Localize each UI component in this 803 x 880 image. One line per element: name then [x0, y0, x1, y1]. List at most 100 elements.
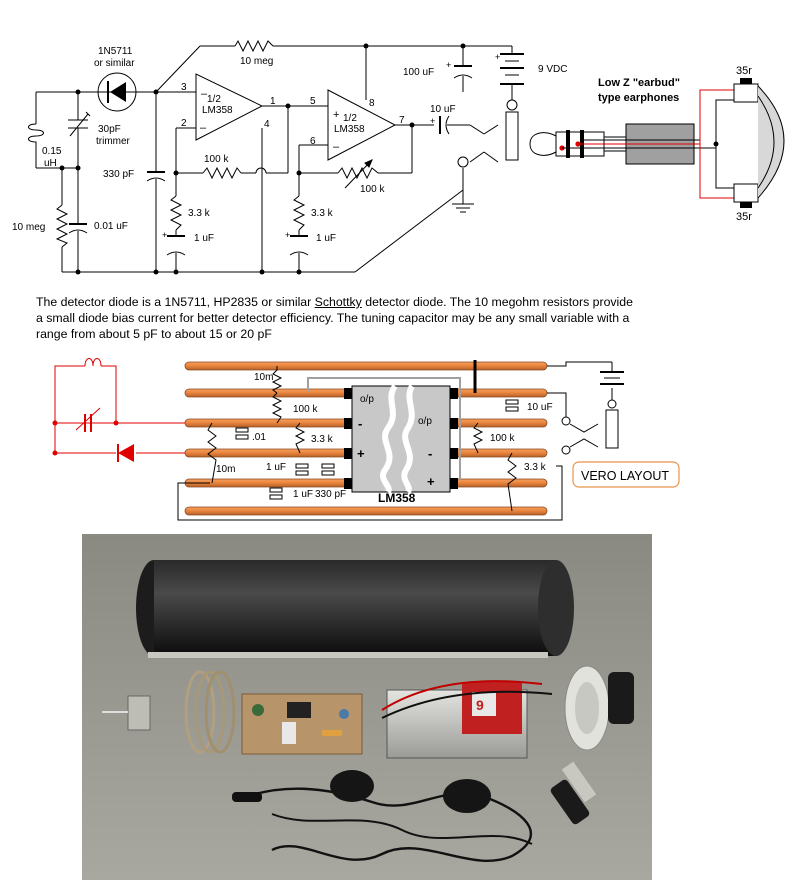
pin-3: 3	[181, 82, 187, 93]
battery-label: 9 VDC	[538, 64, 567, 75]
cap-330pf-label: 330 pF	[103, 169, 134, 180]
diode-label-1: 1N5711	[98, 46, 133, 57]
strip-1	[184, 361, 548, 371]
earbud-title-2: type earphones	[598, 92, 679, 104]
vero-r-100k-right-label: 100 k	[490, 433, 515, 444]
vero-c-330pf-label: 330 pF	[315, 489, 346, 500]
resistor-33k-1	[169, 195, 183, 231]
vero-plus-right: +	[427, 474, 435, 489]
earphone-plug	[529, 123, 716, 165]
detector-description: The detector diode is a 1N5711, HP2835 o…	[36, 294, 636, 342]
desc-text-2: detector diode. The 10 megohm resistors …	[36, 295, 633, 341]
photo-earphones	[232, 761, 597, 862]
schottky-link[interactable]: Schottky	[314, 295, 362, 309]
earbud-title-1: Low Z "earbud"	[598, 77, 680, 89]
vero-c-10uf-label: 10 uF	[527, 402, 553, 413]
trimmer-label-1: 30pF	[98, 124, 121, 135]
trimmer-capacitor-symbol	[68, 111, 91, 137]
svg-text:–: –	[200, 122, 207, 134]
svg-text:9: 9	[476, 697, 484, 713]
inductor-symbol	[28, 123, 44, 144]
trimmer-label-2: trimmer	[96, 136, 131, 147]
inductor-label-2: uH	[44, 158, 57, 169]
strip-6	[184, 506, 548, 516]
vero-c-10uf	[505, 399, 519, 405]
photo-9v-battery: 9	[381, 680, 553, 759]
pin-6: 6	[310, 136, 316, 147]
opamp-2: + –	[327, 89, 397, 161]
vero-op-right: o/p	[418, 416, 432, 427]
resistor-100k-1	[202, 166, 242, 180]
desc-text-1: The detector diode is a 1N5711, HP2835 o…	[36, 295, 315, 309]
resistor-10meg-left	[55, 204, 69, 248]
vero-op-left: o/p	[360, 394, 374, 405]
vero-r-100k-left-label: 100 k	[293, 404, 318, 415]
assembled-receiver-photo: 9	[82, 534, 652, 880]
svg-text:+: +	[430, 116, 435, 126]
vero-r-10m-top	[271, 366, 283, 394]
photo-circuit-board	[241, 693, 363, 755]
res-33k-2-label: 3.3 k	[311, 208, 334, 219]
pin-1: 1	[270, 96, 276, 107]
vero-minus-right: -	[428, 446, 432, 461]
cap-100uf-label: 100 uF	[403, 67, 434, 78]
svg-text:–: –	[333, 141, 340, 153]
resistor-33k-2	[292, 195, 306, 231]
pin-7: 7	[399, 115, 405, 126]
lm358-chip	[344, 384, 458, 494]
vero-battery	[547, 361, 624, 455]
opamp-1: – –	[195, 73, 264, 141]
svg-text:+: +	[285, 230, 290, 240]
photo-tuning-capacitor	[102, 670, 236, 754]
svg-text:+: +	[333, 109, 339, 121]
opamp2-label-2: LM358	[334, 124, 365, 135]
jack-socket-symbol	[457, 99, 519, 168]
vero-c-1uf-b	[269, 487, 283, 493]
vero-r-100k-right	[472, 422, 484, 454]
vero-c-01	[235, 427, 249, 433]
vero-minus-left: -	[358, 416, 362, 431]
earbud-speakers	[733, 78, 785, 208]
svg-text:–: –	[201, 88, 208, 100]
vero-r-10m-bottom	[207, 422, 217, 484]
ohm-bottom-label: 35r	[736, 211, 752, 223]
vero-r-100k-left	[271, 392, 283, 424]
red-diode	[118, 444, 134, 462]
photo-end-cap	[564, 665, 634, 751]
vero-c-1uf-b-label: 1 uF	[293, 489, 313, 500]
vero-r-33k-left	[294, 422, 306, 454]
cap-001uf-label: 0.01 uF	[94, 221, 128, 232]
detector-diode-symbol	[97, 72, 137, 112]
res-100k-2-label: 100 k	[360, 184, 385, 195]
opamp1-label-1: 1/2	[207, 94, 221, 105]
vero-r-10m-top-label: 10m	[254, 372, 273, 383]
svg-text:+: +	[162, 230, 167, 240]
resistor-100k-2	[337, 166, 379, 180]
battery-symbol	[500, 53, 524, 85]
res-100k-1-label: 100 k	[204, 154, 229, 165]
cap-10uf-label: 10 uF	[430, 104, 456, 115]
vero-plus-left: +	[357, 446, 365, 461]
diode-label-2: or similar	[94, 58, 135, 69]
vero-c-330	[321, 463, 335, 469]
vero-c-1uf-a-label: 1 uF	[266, 462, 286, 473]
pin-8: 8	[369, 98, 375, 109]
ground-wire-loop	[177, 465, 563, 521]
ohm-top-label: 35r	[736, 65, 752, 77]
opamp2-label-1: 1/2	[343, 113, 357, 124]
res-33k-1-label: 3.3 k	[188, 208, 211, 219]
cap-1uf-2-label: 1 uF	[316, 233, 336, 244]
pin-2: 2	[181, 118, 187, 129]
pin-4: 4	[264, 119, 270, 130]
photo-black-tube	[136, 560, 574, 658]
red-tuned-circuit	[54, 358, 185, 454]
vero-r-33k-left-label: 3.3 k	[311, 434, 334, 445]
vero-layout-diagram: 10m 100 k 3.3 k 10m .01 1 uF 1 uF 330 pF…	[52, 358, 680, 521]
vero-layout-badge: VERO LAYOUT	[572, 461, 680, 488]
vero-c-01-label: .01	[252, 432, 266, 443]
vero-r-10m-bottom-label: 10m	[216, 464, 235, 475]
inductor-label-1: 0.15	[42, 146, 62, 157]
svg-text:+: +	[495, 52, 500, 62]
cap-1uf-1-label: 1 uF	[194, 233, 214, 244]
vero-r-33k-right-label: 3.3 k	[524, 462, 547, 473]
